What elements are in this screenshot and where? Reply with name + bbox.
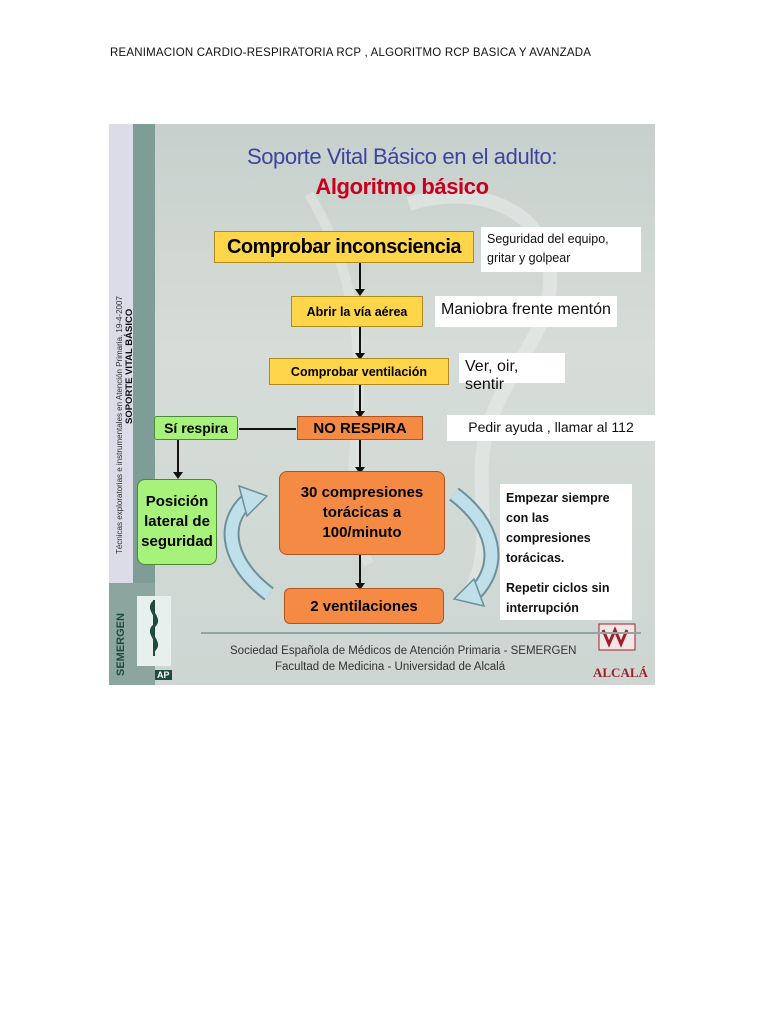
connector-1	[359, 263, 361, 291]
step-not-breathing: NO RESPIRA	[297, 416, 423, 440]
step-check-unconscious: Comprobar inconsciencia	[214, 231, 474, 263]
semergen-logo: SEMERGEN	[115, 613, 127, 676]
note-call-help: Pedir ayuda , llamar al 112	[447, 415, 655, 441]
step-check-breathing: Comprobar ventilación	[269, 358, 449, 385]
footer-line-1: Sociedad Española de Médicos de Atención…	[230, 645, 577, 657]
slide-subtitle: Algoritmo básico	[315, 174, 489, 199]
footer-divider	[201, 632, 641, 634]
connector-3	[359, 385, 361, 413]
slide-image: Técnicas exploratorias e instrumentales …	[109, 124, 655, 685]
semergen-emblem-icon	[137, 596, 171, 666]
connector-4	[359, 440, 361, 470]
connector-breathing	[239, 428, 296, 430]
alcala-logo: ALCALÁ	[593, 665, 648, 680]
note-maneuver: Maniobra frente mentón	[435, 296, 617, 327]
note-repeat-cycles: Repetir ciclos sin interrupción	[500, 566, 632, 620]
step-ventilations: 2 ventilaciones	[284, 588, 444, 624]
semergen-logo-sub: AP	[155, 670, 172, 680]
step-compressions: 30 compresiones torácicas a 100/minuto	[279, 471, 445, 555]
connector-recovery	[177, 440, 179, 474]
slide-sidebar	[109, 124, 133, 583]
connector-5	[359, 555, 361, 585]
step-breathing: Sí respira	[154, 416, 238, 440]
note-see-hear-feel: Ver, oir, sentir	[459, 353, 565, 393]
note-safety: Seguridad del equipo, gritar y golpear	[481, 227, 641, 272]
connector-2	[359, 327, 361, 355]
step-open-airway: Abrir la vía aérea	[291, 296, 423, 327]
document-header: REANIMACION CARDIO-RESPIRATORIA RCP , AL…	[110, 47, 592, 59]
alcala-shield-icon	[598, 623, 636, 651]
step-recovery-position: Posición lateral de seguridad	[137, 479, 217, 565]
note-start-compressions: Empezar siempre con las compresiones tor…	[500, 484, 632, 566]
cycle-arrow-left-icon	[223, 484, 500, 608]
footer-line-2: Facultad de Medicina - Universidad de Al…	[275, 661, 506, 673]
slide-title: Soporte Vital Básico en el adulto:	[246, 144, 558, 169]
